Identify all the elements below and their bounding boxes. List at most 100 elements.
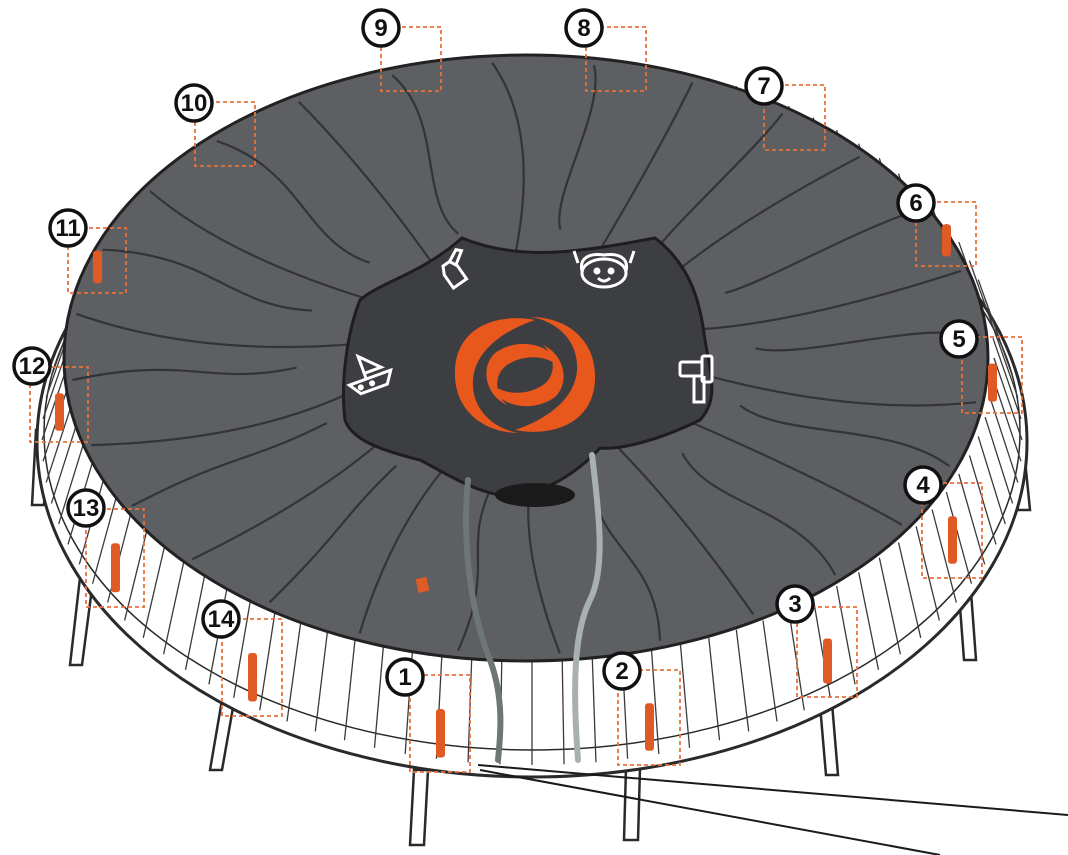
dashed-guide-box bbox=[221, 618, 283, 717]
strap-mark bbox=[942, 224, 951, 257]
spring-segment bbox=[993, 357, 1023, 441]
dashed-guide-box bbox=[915, 201, 977, 267]
dashed-guide-box bbox=[617, 669, 681, 766]
hammer-icon bbox=[678, 354, 714, 404]
dashed-guide-box bbox=[409, 674, 471, 773]
marker-7: 7 bbox=[744, 66, 826, 151]
spring-segment bbox=[233, 598, 252, 698]
strap-mark bbox=[248, 652, 257, 702]
center-shadow bbox=[495, 483, 575, 507]
marker-5: 5 bbox=[939, 319, 1023, 414]
tube-light bbox=[572, 452, 603, 763]
mat-seams bbox=[72, 62, 980, 654]
marker-number: 8 bbox=[577, 15, 590, 42]
mat-seam bbox=[456, 486, 493, 652]
orange-tag bbox=[415, 576, 430, 593]
spring-segment bbox=[762, 620, 778, 722]
mat-seam bbox=[72, 366, 297, 382]
dashed-guide-box bbox=[194, 101, 256, 167]
spring-segment bbox=[314, 629, 329, 732]
spring-segment bbox=[897, 542, 922, 638]
spring-segment bbox=[45, 397, 75, 483]
mat-seam bbox=[693, 371, 977, 407]
marker-number: 7 bbox=[757, 73, 770, 100]
mat-seam bbox=[610, 439, 755, 616]
marker-14: 14 bbox=[201, 599, 283, 717]
number-circle bbox=[174, 83, 214, 123]
marker-4: 4 bbox=[903, 465, 983, 579]
mat-seam bbox=[91, 385, 365, 447]
spring-segment bbox=[977, 436, 1006, 525]
spring-segment bbox=[91, 491, 119, 584]
mat-seam bbox=[558, 65, 597, 230]
marker-number: 6 bbox=[909, 190, 922, 217]
strap-mark bbox=[948, 516, 957, 564]
spring-segment bbox=[286, 620, 302, 722]
spring-segment bbox=[835, 585, 856, 685]
marker-number: 10 bbox=[181, 90, 208, 117]
mat-seam bbox=[739, 404, 951, 468]
spring-segment bbox=[735, 629, 750, 732]
spring-segment bbox=[162, 557, 186, 655]
leg-front-left bbox=[208, 698, 236, 772]
number-circle bbox=[201, 599, 241, 639]
marker-number: 4 bbox=[916, 472, 930, 499]
number-circle bbox=[361, 8, 401, 48]
marker-6: 6 bbox=[896, 183, 977, 267]
strap-mark bbox=[823, 638, 832, 684]
marker-1: 1 bbox=[385, 657, 471, 773]
dashed-guide-box bbox=[380, 26, 442, 92]
dashed-guide-box bbox=[67, 227, 127, 294]
spring-segment bbox=[184, 572, 206, 670]
mat-seam bbox=[297, 100, 443, 277]
number-circle bbox=[744, 66, 784, 106]
marker-2: 2 bbox=[602, 651, 681, 766]
mat-seam bbox=[724, 209, 921, 295]
spring-segment bbox=[259, 609, 276, 711]
spring-segment bbox=[878, 557, 902, 655]
dashed-guide-box bbox=[961, 336, 1023, 414]
spring-segment bbox=[650, 650, 660, 754]
tube-dark bbox=[463, 477, 504, 763]
dashed-guide-box bbox=[85, 508, 145, 608]
mat-seam bbox=[391, 74, 459, 235]
number-circle bbox=[66, 488, 106, 528]
spring-segment bbox=[561, 660, 565, 765]
spring-segment bbox=[58, 436, 87, 525]
spring-segment bbox=[931, 509, 957, 603]
spring-segment bbox=[992, 377, 1022, 462]
marker-number: 14 bbox=[208, 606, 235, 633]
spring-segment bbox=[708, 637, 721, 741]
mat-seam bbox=[491, 62, 525, 264]
marker-number: 1 bbox=[398, 664, 411, 691]
strap-mark bbox=[988, 363, 997, 402]
strap-mark bbox=[93, 250, 102, 284]
spring-segment bbox=[968, 455, 997, 545]
dashed-guide-box bbox=[29, 366, 89, 443]
spring-segment bbox=[343, 637, 356, 741]
marker-number: 3 bbox=[788, 591, 801, 618]
number-circle bbox=[564, 8, 604, 48]
mat-seam bbox=[587, 82, 694, 271]
mat-seam bbox=[75, 312, 358, 349]
spring-segment bbox=[989, 318, 1019, 398]
spring-segment bbox=[945, 491, 973, 584]
mat-seam bbox=[665, 410, 903, 526]
spring-segment bbox=[679, 644, 691, 748]
spring-segment bbox=[989, 397, 1019, 483]
mat-seam bbox=[688, 269, 962, 332]
number-circle bbox=[903, 465, 943, 505]
marker-10: 10 bbox=[174, 83, 256, 167]
tubes bbox=[463, 452, 603, 763]
spiral-logo-icon bbox=[454, 317, 596, 433]
marker-9: 9 bbox=[361, 8, 442, 92]
mat-seam bbox=[216, 139, 370, 264]
number-circle bbox=[939, 319, 979, 359]
strap-mark bbox=[111, 543, 120, 593]
dashed-guide-box bbox=[763, 84, 826, 151]
marker-number: 5 bbox=[952, 326, 965, 353]
spring-segment bbox=[467, 658, 473, 763]
spring-segment bbox=[984, 416, 1014, 504]
ship-icon bbox=[346, 353, 393, 396]
